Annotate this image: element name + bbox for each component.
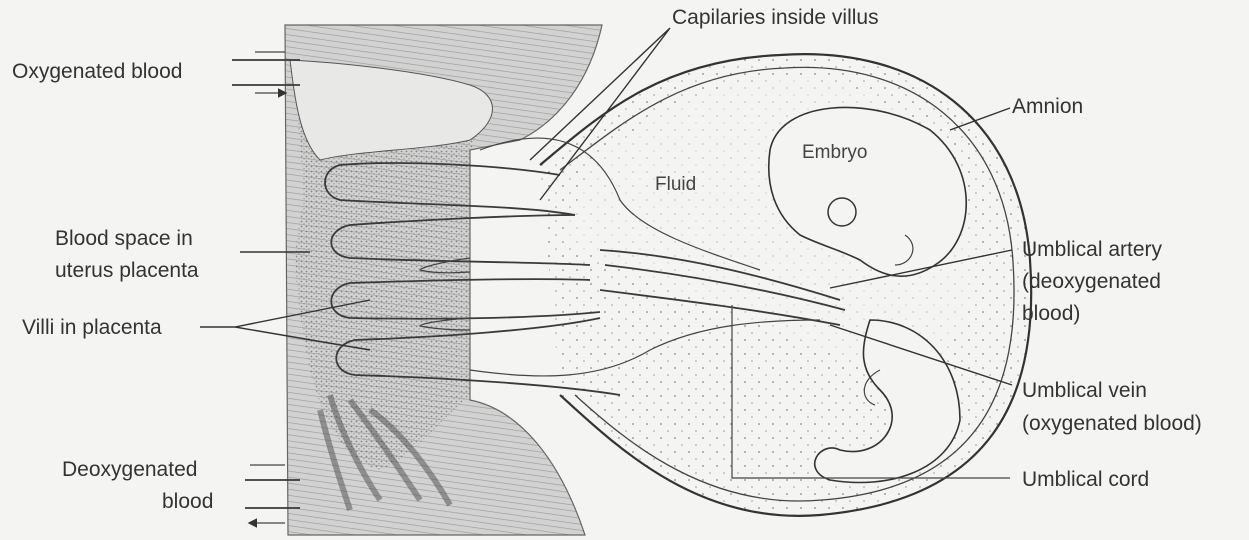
label-fluid: Fluid — [655, 174, 696, 195]
label-blood-space-1: Blood space in — [55, 227, 193, 250]
label-deoxygenated-1: Deoxygenated — [62, 458, 197, 481]
label-deoxygenated-2: blood — [162, 490, 213, 513]
label-embryo: Embryo — [802, 142, 867, 163]
label-amnion: Amnion — [1012, 95, 1083, 118]
label-artery-3: blood) — [1022, 302, 1080, 325]
inflow-arrows — [255, 52, 285, 93]
label-vein-1: Umblical vein — [1022, 379, 1147, 402]
label-artery-1: Umblical artery — [1022, 238, 1163, 261]
label-artery-2: (deoxygenated — [1022, 270, 1161, 293]
label-cord: Umblical cord — [1022, 468, 1149, 491]
label-oxygenated-blood: Oxygenated blood — [12, 60, 182, 83]
label-capillaries: Capilaries inside villus — [672, 6, 879, 29]
label-villi: Villi in placenta — [22, 316, 162, 339]
label-vein-2: (oxygenated blood) — [1022, 412, 1202, 435]
label-blood-space-2: uterus placenta — [55, 259, 199, 282]
outflow-arrows — [250, 465, 285, 523]
